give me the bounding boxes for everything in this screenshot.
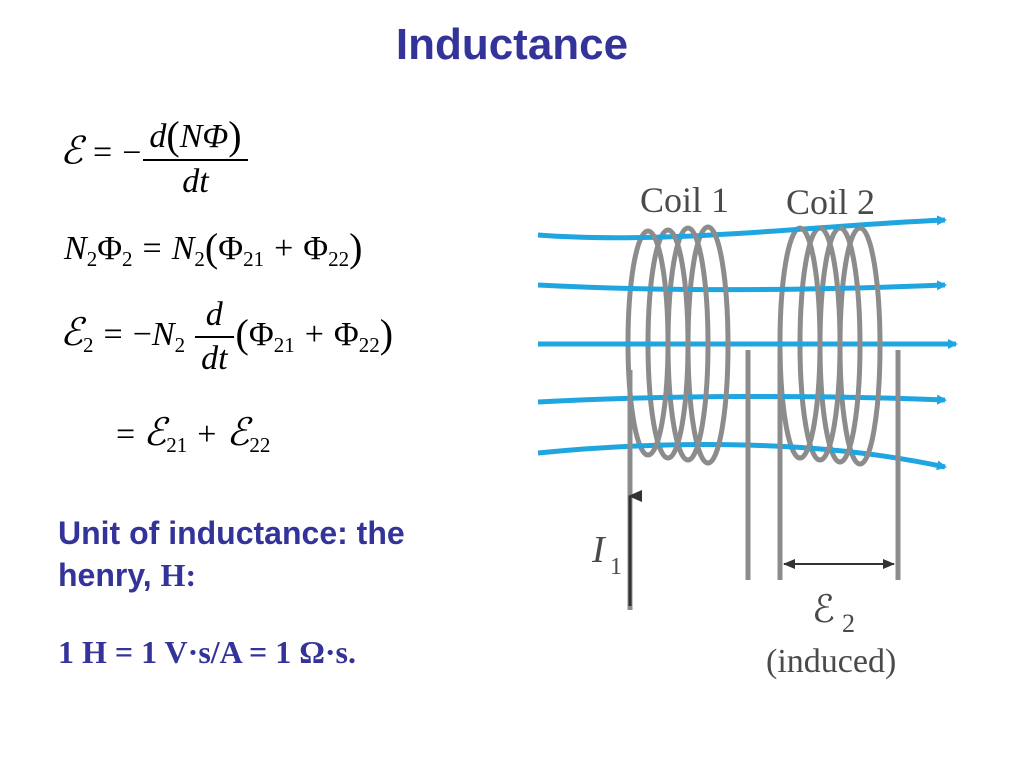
equals-sign: =: [93, 134, 113, 172]
fraction-numerator: d: [195, 296, 234, 338]
close-paren: ): [228, 113, 242, 158]
n-phi-term: NΦ: [179, 118, 229, 155]
current-label: I: [591, 529, 607, 571]
equals-sign: =: [142, 230, 162, 267]
open-paren: (: [204, 225, 219, 270]
close-paren: ): [379, 310, 394, 356]
fraction-denominator: dt: [201, 340, 228, 377]
unit-line-1: Unit of inductance: the: [58, 515, 405, 551]
minus-sign: −: [132, 315, 152, 353]
field-line: [537, 280, 947, 293]
subscript: 21: [273, 332, 295, 357]
coil-diagram: Coil 1 Coil 2: [537, 180, 958, 680]
emf-note: (induced): [766, 643, 896, 680]
subscript: 21: [166, 433, 188, 457]
slide-title: Inductance: [395, 20, 629, 69]
fraction-denominator: dt: [182, 163, 209, 200]
n-symbol: N: [151, 315, 175, 353]
emf-subscript: 2: [842, 609, 855, 638]
subscript: 2: [174, 332, 186, 357]
subscript: 22: [249, 433, 271, 457]
close-paren: ): [349, 225, 363, 270]
subscript: 22: [358, 332, 380, 357]
field-line: [537, 215, 947, 241]
henry-symbol: H:: [160, 557, 197, 594]
phi-symbol: Φ: [303, 230, 329, 267]
unit-equation: 1 H = 1 V·s/A = 1 Ω·s.: [58, 634, 356, 670]
field-line: [537, 442, 947, 471]
unit-description: Unit of inductance: the henry, H:: [58, 512, 518, 596]
current-subscript: 1: [610, 554, 622, 580]
plus-sign: +: [197, 416, 217, 453]
d-symbol: d: [149, 118, 167, 155]
phi-symbol: Φ: [248, 315, 274, 353]
plus-sign: +: [304, 315, 324, 353]
coil-1-label: Coil 1: [640, 180, 729, 220]
subscript: 2: [122, 247, 133, 271]
n-symbol: N: [64, 230, 87, 267]
open-paren: (: [166, 113, 180, 158]
phi-symbol: Φ: [218, 230, 244, 267]
n-symbol: N: [171, 230, 195, 267]
equation-emf-faraday: ℰ=−d(NΦ)dt: [60, 110, 250, 201]
emf-symbol: ℰ: [60, 309, 84, 354]
fraction: d(NΦ)dt: [143, 110, 248, 201]
equation-flux-linkage: N2Φ2=N2(Φ21+Φ22): [64, 222, 362, 272]
coil-2-label: Coil 2: [786, 182, 875, 222]
subscript: 2: [194, 247, 205, 271]
emf-symbol: ℰ: [226, 410, 250, 454]
subscript: 21: [243, 247, 265, 271]
emf-label: ℰ: [812, 589, 835, 631]
subscript: 2: [83, 332, 94, 357]
plus-sign: +: [274, 230, 294, 267]
phi-symbol: Φ: [97, 230, 123, 267]
equation-emf-sum: =ℰ21+ℰ22: [116, 410, 270, 458]
subscript: 2: [86, 247, 98, 271]
unit-line-2: henry,: [58, 557, 161, 594]
equals-sign: =: [116, 416, 136, 453]
fraction-numerator: d(NΦ): [143, 110, 248, 161]
open-paren: (: [235, 310, 249, 356]
magnetic-field-lines: [537, 215, 958, 471]
subscript: 22: [328, 247, 350, 271]
minus-sign: −: [122, 134, 142, 172]
equals-sign: =: [103, 315, 123, 353]
phi-symbol: Φ: [333, 315, 359, 353]
coil-2-front: [799, 225, 883, 467]
emf-symbol: ℰ: [143, 410, 167, 454]
emf-symbol: ℰ: [60, 128, 84, 173]
coil-1-front: [647, 224, 731, 466]
field-line: [537, 393, 947, 405]
